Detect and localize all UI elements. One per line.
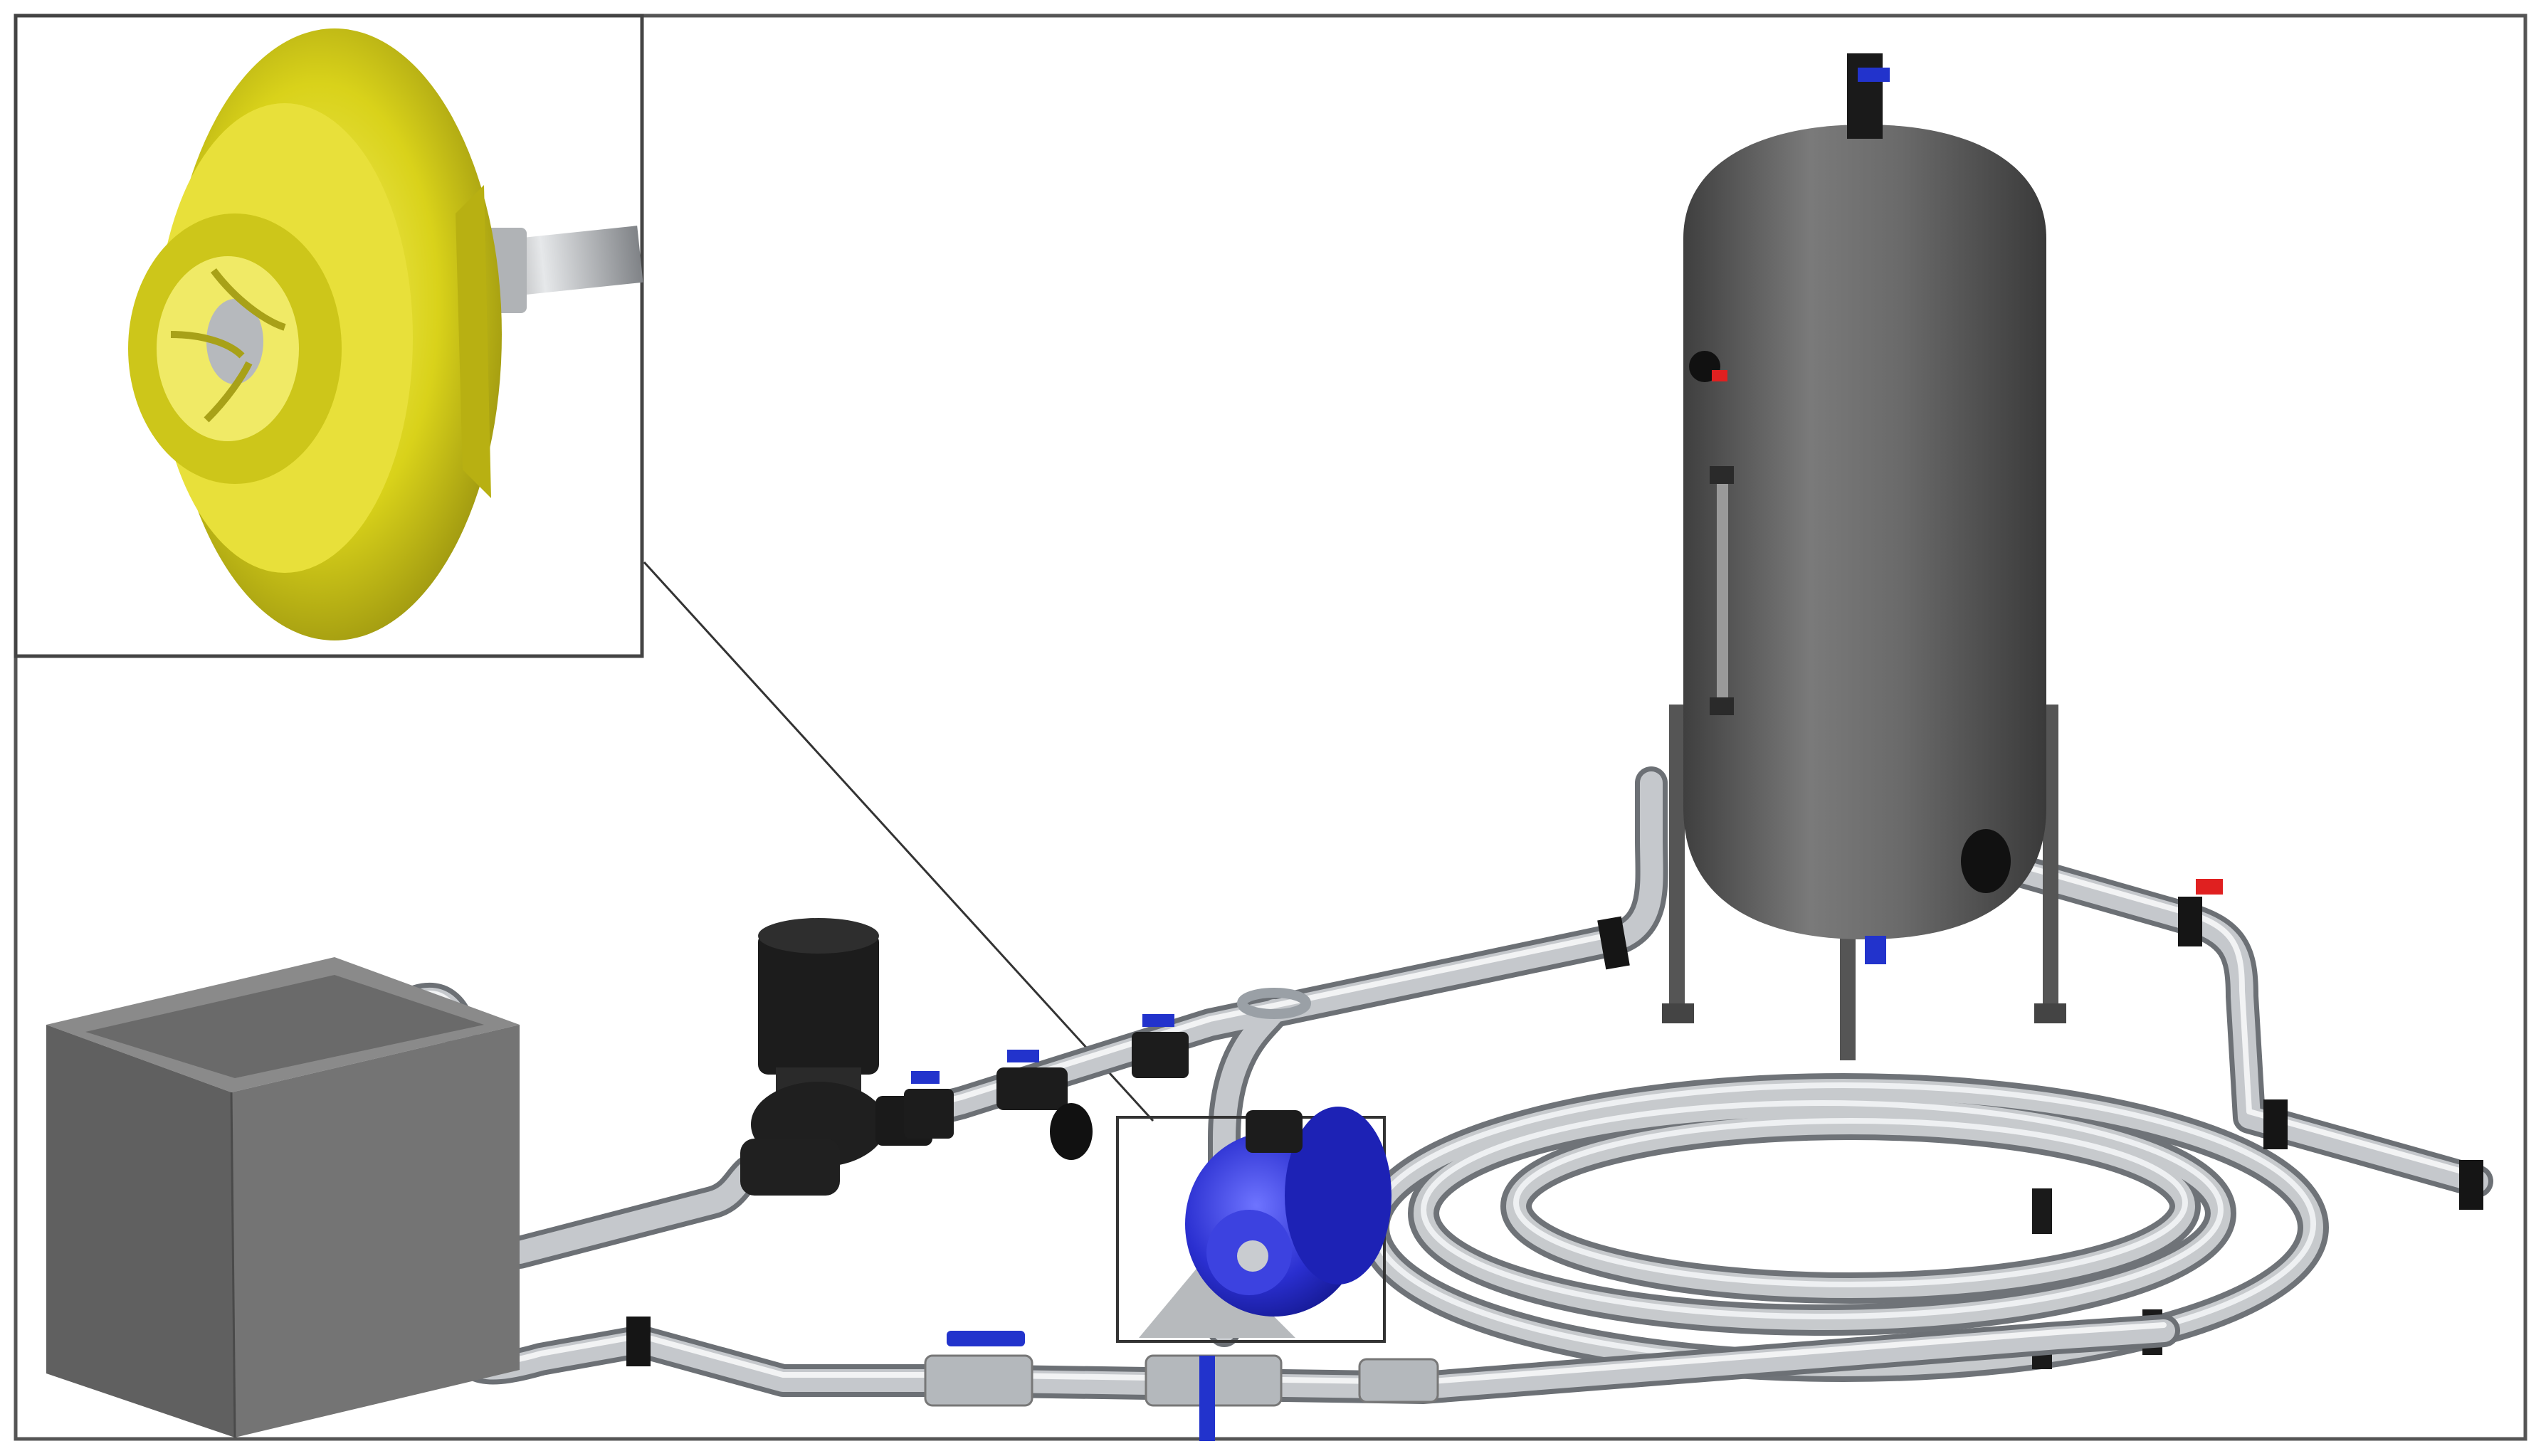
open-reservoir-icon bbox=[46, 957, 520, 1438]
pressure-vessel-icon bbox=[1662, 53, 2066, 1060]
red-valve-icon bbox=[2196, 879, 2223, 895]
impeller-inset-icon bbox=[128, 28, 502, 640]
bottom-valve-icon bbox=[924, 1331, 1439, 1441]
impeller-inset bbox=[14, 14, 644, 658]
zoom-leader-line bbox=[643, 561, 1154, 1122]
ball-valve-icon bbox=[904, 1014, 1189, 1160]
flow-meter-icon bbox=[740, 918, 932, 1196]
centrifugal-pump-icon bbox=[1116, 988, 1392, 1343]
